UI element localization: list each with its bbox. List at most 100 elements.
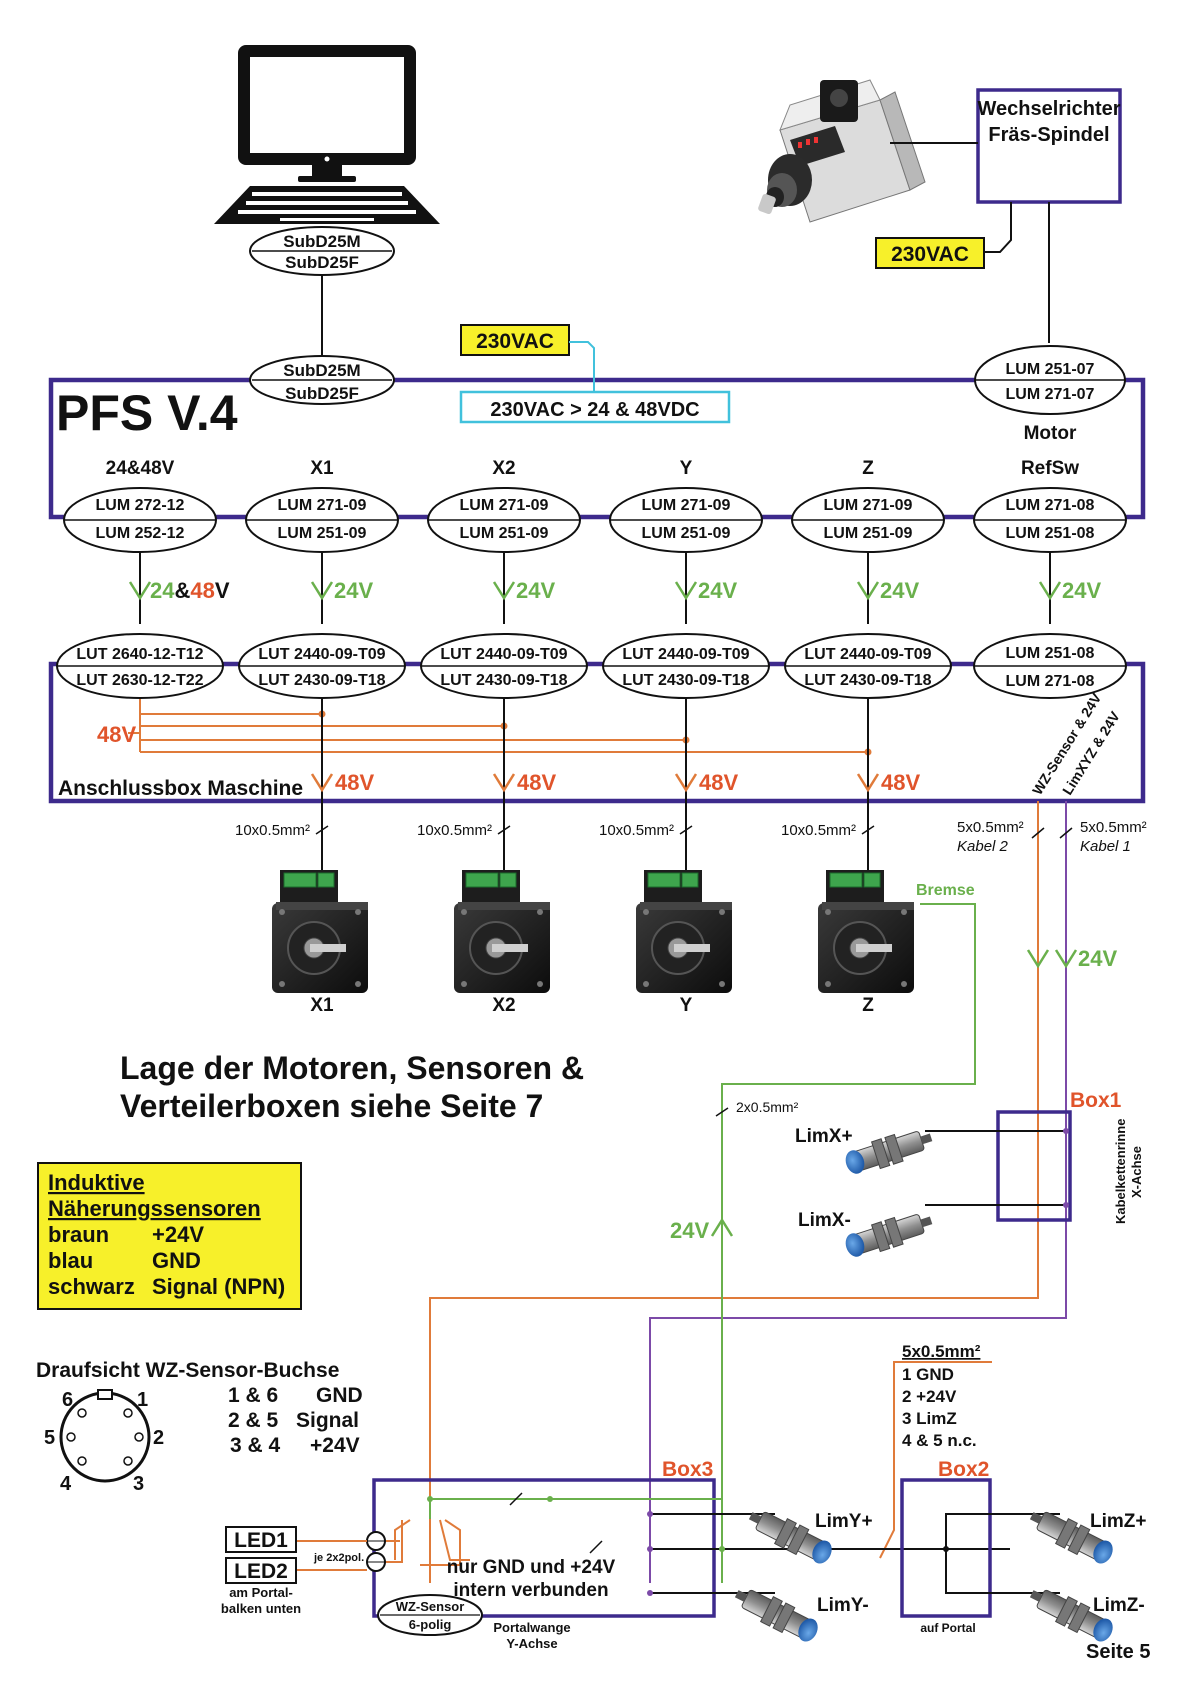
cable-purple: [649, 801, 1067, 1583]
svg-text:LUM 271-09: LUM 271-09: [460, 497, 549, 514]
box1-name: Box1: [1070, 1089, 1122, 1112]
voltage-24: 24V: [880, 578, 919, 603]
note-line2: Verteilerboxen siehe Seite 7: [120, 1088, 543, 1124]
wz-sensor-socket: WZ-Sensor 6-polig: [377, 1594, 483, 1636]
svg-text:LUM 271-08: LUM 271-08: [1006, 673, 1095, 690]
svg-text:blau: blau: [48, 1248, 93, 1273]
channel-name: Z: [862, 458, 874, 479]
mains-badge: 230VAC: [460, 324, 570, 356]
svg-text:4 & 5 n.c.: 4 & 5 n.c.: [902, 1431, 977, 1450]
svg-text:6-polig: 6-polig: [409, 1617, 452, 1632]
stepper-motor-x1: [271, 869, 369, 994]
pfs-board: [48, 377, 1146, 520]
svg-text:braun: braun: [48, 1222, 109, 1247]
motor-name: X2: [492, 995, 515, 1016]
svg-text:230VAC: 230VAC: [891, 243, 969, 266]
svg-text:10x0.5mm²: 10x0.5mm²: [417, 822, 492, 839]
pfs-connector: LUM 271-09 LUM 251-09: [791, 487, 945, 553]
box3-name: Box3: [662, 1458, 713, 1481]
svg-text:WZ-Sensor: WZ-Sensor: [396, 1599, 465, 1614]
svg-text:2 +24V: 2 +24V: [902, 1387, 957, 1406]
spindle-mains-badge: 230VAC: [875, 237, 985, 269]
svg-text:LUT 2430-09-T18: LUT 2430-09-T18: [440, 672, 567, 689]
out-48v: 48V: [335, 770, 374, 795]
motor-name: Y: [680, 995, 693, 1016]
svg-text:LUT 2430-09-T18: LUT 2430-09-T18: [804, 672, 931, 689]
svg-text:10x0.5mm²: 10x0.5mm²: [599, 822, 674, 839]
spindle-icon: [758, 79, 926, 223]
svg-text:LUM 271-07: LUM 271-07: [1006, 386, 1095, 403]
svg-text:6: 6: [62, 1389, 73, 1411]
led1-box: LED1: [225, 1526, 297, 1553]
out-48v: 48V: [881, 770, 920, 795]
svg-text:2 & 5: 2 & 5: [228, 1409, 279, 1432]
limz-minus-label: LimZ-: [1093, 1595, 1145, 1616]
svg-text:LUM 271-09: LUM 271-09: [824, 497, 913, 514]
pc-conn-bottom: SubD25F: [285, 253, 359, 272]
relay-contacts: [374, 1519, 470, 1566]
brake-cable-size: 2x0.5mm²: [736, 1099, 799, 1115]
box-connector: LUT 2440-09-T09 LUT 2430-09-T18: [420, 633, 588, 699]
svg-text:3 LimZ: 3 LimZ: [902, 1409, 957, 1428]
pfs-channels: 24&48V X1 X2 Y Z RefSw LUM 272-12 LUM 25…: [63, 458, 1127, 553]
note-line1: Lage der Motoren, Sensoren &: [120, 1050, 584, 1086]
svg-text:GND: GND: [316, 1384, 363, 1407]
svg-text:LUM 271-08: LUM 271-08: [1006, 497, 1095, 514]
box-connector: LUT 2440-09-T09 LUT 2430-09-T18: [238, 633, 406, 699]
pfs-connector: LUM 271-09 LUM 251-09: [427, 487, 581, 553]
inverter-line1: Wechselrichter: [977, 98, 1120, 120]
limy-plus-label: LimY+: [815, 1511, 873, 1532]
svg-text:Näherungssensoren: Näherungssensoren: [48, 1196, 261, 1221]
stepper-motor-x2: [453, 869, 551, 994]
led-location-1: am Portal-: [229, 1585, 293, 1600]
brake-24v: 24V: [670, 1218, 709, 1243]
channel-name: 24&48V: [106, 458, 175, 479]
channel-name: Y: [680, 458, 693, 479]
svg-text:10x0.5mm²: 10x0.5mm²: [235, 822, 310, 839]
socket-icon: 1 2 3 4 5 6: [44, 1389, 164, 1495]
svg-text:1 & 6: 1 & 6: [228, 1384, 278, 1407]
stepper-motor-z: [817, 869, 915, 994]
pfs-connector: LUM 271-09 LUM 251-09: [609, 487, 763, 553]
box-connector: LUT 2440-09-T09 LUT 2430-09-T18: [784, 633, 952, 699]
z-cable-table: 5x0.5mm² 1 GND 2 +24V 3 LimZ 4 & 5 n.c.: [902, 1342, 981, 1450]
out-48v: 48V: [517, 770, 556, 795]
svg-text:LUT 2440-09-T09: LUT 2440-09-T09: [258, 646, 385, 663]
limy-minus-sensor: [729, 1580, 823, 1648]
voltage-24: 24V: [516, 578, 555, 603]
led2-box: LED2: [225, 1557, 297, 1584]
cable-arrows: [128, 581, 1062, 601]
limx-minus-sensor: [841, 1206, 936, 1262]
svg-text:LUM 271-09: LUM 271-09: [278, 497, 367, 514]
svg-text:4: 4: [60, 1473, 72, 1495]
svg-text:5: 5: [44, 1427, 55, 1449]
svg-text:2: 2: [153, 1427, 164, 1449]
svg-text:Signal: Signal: [296, 1409, 359, 1432]
box2-name: Box2: [938, 1458, 989, 1481]
box-connector: LUT 2640-12-T12 LUT 2630-12-T22: [56, 633, 224, 699]
channel-name: X2: [492, 458, 515, 479]
svg-text:3 & 4: 3 & 4: [230, 1434, 281, 1457]
svg-text:LUM 251-09: LUM 251-09: [642, 525, 731, 542]
svg-text:LUM 252-12: LUM 252-12: [96, 525, 185, 542]
kabel1-name: Kabel 1: [1080, 838, 1131, 855]
pc-connector: SubD25M SubD25F: [249, 226, 395, 276]
pfs-connector: LUM 271-09 LUM 251-09: [245, 487, 399, 553]
limx-plus-label: LimX+: [795, 1126, 853, 1147]
out-48v: 48V: [699, 770, 738, 795]
voltage-24: 24V: [1062, 578, 1101, 603]
pfs-motor-connector: LUM 251-07 LUM 271-07: [974, 345, 1126, 415]
pfs-title: PFS V.4: [56, 385, 238, 441]
svg-text:LUT 2630-12-T22: LUT 2630-12-T22: [76, 672, 203, 689]
box3-note-1: nur GND und +24V: [447, 1557, 616, 1578]
box3-loc-2: Y-Achse: [506, 1636, 557, 1651]
bus-label: 48V: [97, 722, 136, 747]
limx-plus-sensor: [841, 1123, 936, 1179]
svg-text:LED1: LED1: [234, 1529, 288, 1552]
svg-text:LUT 2430-09-T18: LUT 2430-09-T18: [258, 672, 385, 689]
svg-text:LUM 271-09: LUM 271-09: [642, 497, 731, 514]
voltage-24: 24V: [334, 578, 373, 603]
psu-box: 230VAC > 24 & 48VDC: [459, 390, 731, 424]
anschlussbox: [48, 661, 1146, 804]
